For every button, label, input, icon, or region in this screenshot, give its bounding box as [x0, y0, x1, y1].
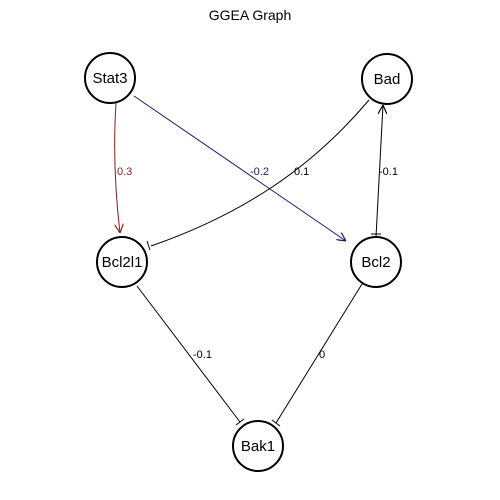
node-stat3-circle [84, 52, 136, 104]
edge-label-bcl2-bak1: 0 [319, 349, 325, 361]
inhibition-bar-bcl2l1-bak1 [235, 418, 245, 426]
node-stat3[interactable]: Stat3 [84, 52, 136, 104]
node-bak1[interactable]: Bak1 [232, 420, 284, 472]
inhibition-bar-bcl2-bak1 [271, 419, 281, 427]
graph-title: GGEA Graph [209, 7, 291, 23]
edge-stat3-bcl2l1 [114, 102, 120, 233]
edge-label-stat3-bcl2: -0.2 [250, 166, 269, 178]
node-bad-label: Bad [374, 71, 401, 88]
node-bcl2l1-circle [96, 236, 148, 288]
node-bak1-label: Bak1 [241, 438, 275, 455]
node-bad-circle [361, 53, 413, 105]
edge-label-bcl2-bad: -0.1 [379, 166, 398, 178]
edges: 0.3 -0.2 0.1 -0.1 -0.1 0 [114, 95, 398, 427]
edge-label-bad-bcl2l1: 0.1 [294, 166, 309, 178]
edge-bad-bcl2l1 [150, 99, 370, 247]
node-bcl2l1[interactable]: Bcl2l1 [96, 236, 148, 288]
node-bcl2[interactable]: Bcl2 [350, 236, 402, 288]
node-stat3-label: Stat3 [92, 70, 127, 87]
node-bad[interactable]: Bad [361, 53, 413, 105]
edge-label-bcl2l1-bak1: -0.1 [193, 349, 212, 361]
node-bcl2-circle [350, 236, 402, 288]
node-bcl2l1-label: Bcl2l1 [102, 254, 143, 271]
node-bak1-circle [232, 420, 284, 472]
edge-label-stat3-bcl2l1: 0.3 [117, 166, 132, 178]
edge-bcl2-bad [375, 105, 383, 238]
edge-bcl2l1-bak1 [136, 285, 241, 423]
inhibition-bar-bad-bcl2l1 [146, 240, 151, 251]
edge-bcl2-bak1 [275, 283, 363, 424]
node-bcl2-label: Bcl2 [361, 254, 390, 271]
edge-stat3-bcl2 [133, 95, 346, 241]
